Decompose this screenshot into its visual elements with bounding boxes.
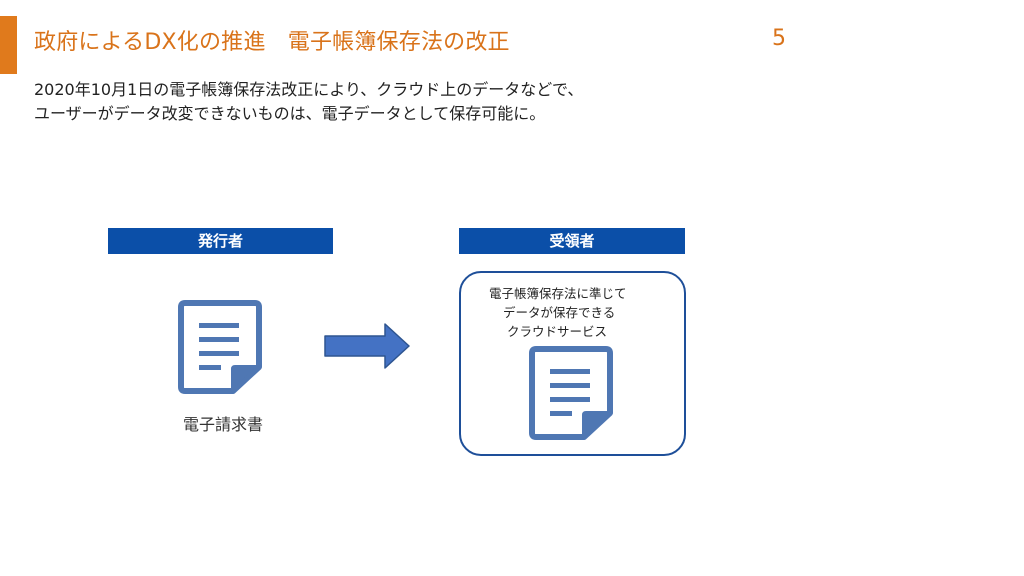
cloud-service-line-3: クラウドサービス [507, 324, 608, 339]
document-caption: 電子請求書 [183, 415, 264, 434]
page-number: 5 [772, 26, 786, 51]
slide-title: 政府によるDX化の推進 電子帳簿保存法の改正 [34, 30, 510, 55]
body-line-2: ユーザーがデータ改変できないものは、電子データとして保存可能に。 [34, 104, 546, 123]
receiver-header: 受領者 [459, 228, 685, 254]
title-accent-bar [0, 16, 17, 74]
cloud-service-line-1: 電子帳簿保存法に準じて [489, 286, 627, 301]
document-icon [529, 346, 613, 440]
issuer-header: 発行者 [108, 228, 333, 254]
document-icon [178, 300, 262, 394]
cloud-service-line-2: データが保存できる [503, 305, 616, 320]
cloud-service-description: 電子帳簿保存法に準じて データが保存できる クラウドサービス [489, 284, 627, 341]
body-line-1: 2020年10月1日の電子帳簿保存法改正により、クラウド上のデータなどで、 [34, 80, 584, 99]
body-text: 2020年10月1日の電子帳簿保存法改正により、クラウド上のデータなどで、 ユー… [34, 78, 583, 126]
right-arrow-icon [324, 323, 410, 369]
